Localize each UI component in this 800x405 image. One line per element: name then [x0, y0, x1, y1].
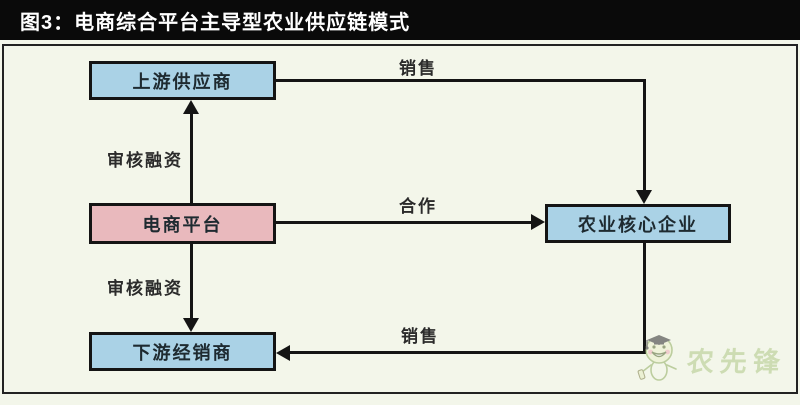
edge-sales-bottom-hline: [290, 351, 646, 354]
arrowhead-left-sales-bottom: [276, 345, 290, 361]
edge-sales-top-vline: [643, 79, 646, 191]
node-downstream-distributor: 下游经销商: [89, 332, 276, 371]
mascot-icon: [637, 332, 683, 387]
arrowhead-down-finance-bottom: [183, 318, 199, 332]
edge-finance-bottom-line: [190, 244, 193, 320]
arrowhead-right-cooperation: [531, 214, 545, 230]
edge-sales-bottom-label: 销售: [401, 327, 439, 346]
node-upstream-supplier: 上游供应商: [89, 61, 276, 100]
node-downstream-distributor-label: 下游经销商: [132, 342, 233, 363]
arrowhead-down-sales-top: [636, 190, 652, 204]
edge-finance-top-label: 审核融资: [107, 151, 183, 170]
node-upstream-supplier-label: 上游供应商: [132, 71, 233, 92]
edge-sales-top-label: 销售: [399, 59, 437, 78]
edge-cooperation-label: 合作: [399, 197, 437, 216]
figure-title-bar: 图3：电商综合平台主导型农业供应链模式: [0, 0, 800, 40]
node-ecommerce-platform-label: 电商平台: [142, 214, 223, 235]
node-agriculture-core-enterprise: 农业核心企业: [545, 204, 731, 243]
watermark-logo: 农先锋: [637, 332, 787, 387]
diagram-canvas: 上游供应商 电商平台 下游经销商 农业核心企业 审核融资 审核融资 合作 销售 …: [2, 44, 798, 394]
edge-sales-bottom-vline: [643, 243, 646, 354]
edge-cooperation-line: [276, 221, 533, 224]
figure-title: 图3：电商综合平台主导型农业供应链模式: [20, 11, 411, 34]
arrowhead-up-finance-top: [183, 100, 199, 114]
edge-sales-top-hline: [276, 79, 646, 82]
node-ecommerce-platform: 电商平台: [89, 203, 276, 244]
edge-finance-bottom-label: 审核融资: [107, 279, 183, 298]
edge-finance-top-line: [190, 112, 193, 203]
watermark-text: 农先锋: [685, 347, 787, 378]
node-agriculture-core-enterprise-label: 农业核心企业: [578, 214, 698, 235]
